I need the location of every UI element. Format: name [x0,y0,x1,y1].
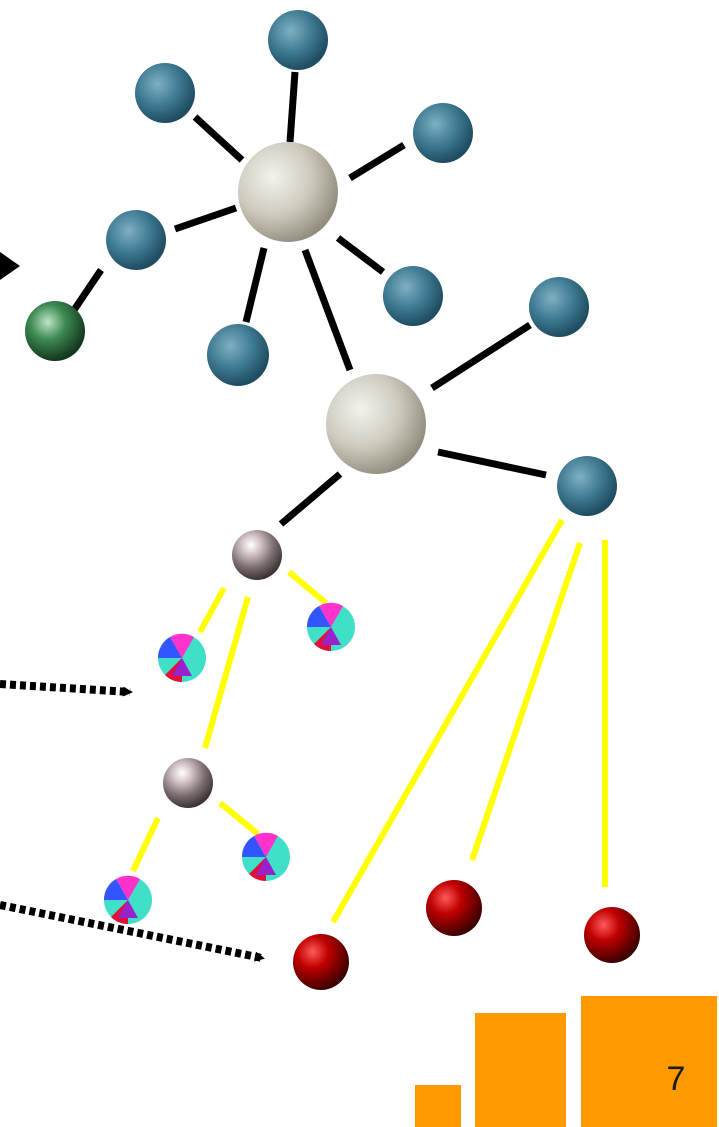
blue-node [135,63,195,123]
arrow-dotted-1 [0,680,133,697]
link-hub2-upperright [430,322,532,391]
black-links [69,71,547,527]
arrow-solid [0,252,20,280]
link-hub2-right [437,448,547,479]
link-hub1-upperleft [192,114,245,163]
link-chrome2-multi4 [218,800,260,837]
link-blue-red2 [469,542,583,861]
chrome-node [163,758,213,808]
blue-node [557,456,617,516]
link-hub1-top [286,71,299,143]
link-hub1-lower [242,247,268,323]
red-node [426,880,482,936]
blue-node [413,103,473,163]
link-chrome1-multi1 [197,586,227,634]
multicolor-node [103,875,152,925]
link-blue-red1 [330,518,565,924]
link-hub1-right [335,235,386,275]
white-hub-node [326,374,426,474]
link-hub1-upperright [348,142,406,181]
link-hub1-left [173,204,238,233]
blue-node [268,10,328,70]
arrows [0,252,265,962]
blue-node [106,210,166,270]
link-chrome1-multi2 [287,569,328,606]
chrome-node [232,530,282,580]
orange-square-medium [475,1013,566,1127]
blue-node [383,266,443,326]
yellow-links [130,518,608,924]
blue-node [207,324,269,386]
orange-square-large [581,996,717,1127]
multicolor-node [241,832,290,882]
link-left-green [69,268,104,315]
link-hub2-chrome [278,471,343,527]
nodes [25,10,640,990]
multicolor-node [157,633,206,683]
white-hub-node [238,142,338,242]
link-chrome2-multi3 [130,816,161,873]
multicolor-node [306,602,355,652]
slide-number: 7 [666,1060,686,1098]
red-node [293,934,349,990]
blue-node [529,277,589,337]
link-hub1-hub2 [301,248,354,372]
green-node [25,301,85,361]
orange-square-small [415,1085,461,1127]
link-chrome1-chrome2 [202,596,251,749]
orange-squares-decoration [415,996,717,1127]
arrow-dotted-2 [0,901,265,962]
red-node [584,907,640,963]
